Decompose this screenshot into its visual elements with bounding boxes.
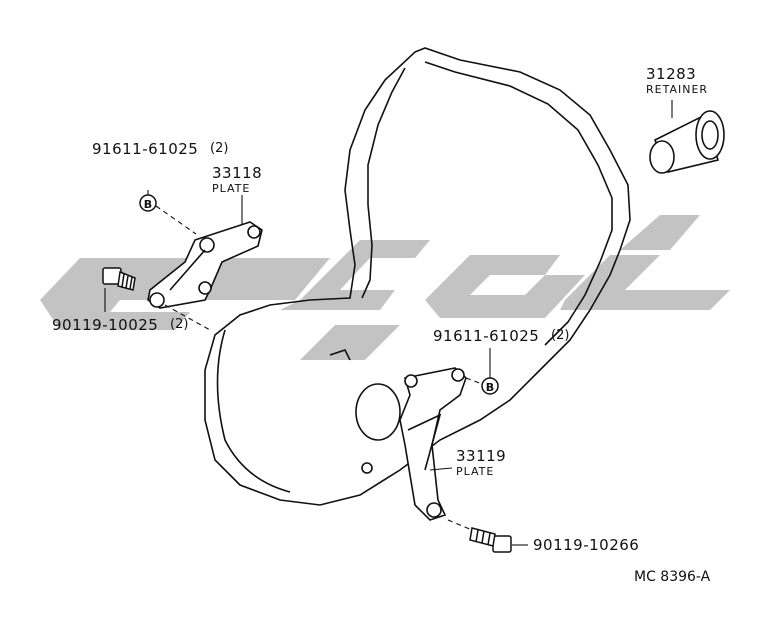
- lower-bolt-qty: (2): [551, 328, 570, 343]
- bolt-marker-lower-text: B: [486, 381, 494, 394]
- bolt-marker-upper-text: B: [144, 198, 152, 211]
- upper-bolt-qty: (2): [210, 141, 229, 156]
- retainer-part-name: RETAINER: [646, 83, 709, 96]
- lower-stud-part-number: 90119-10266: [533, 536, 640, 554]
- retainer-part: [649, 110, 725, 174]
- stud-bolt-upper: [102, 267, 136, 291]
- lower-plate-part-name: PLATE: [456, 465, 495, 478]
- watermark-logo: [40, 215, 730, 360]
- upper-stud-qty: (2): [170, 317, 189, 332]
- lower-plate-part: [399, 367, 467, 521]
- upper-plate-part-number: 33118: [212, 164, 263, 182]
- diagram-code: MC 8396-A: [634, 569, 711, 585]
- lower-plate-part-number: 33119: [456, 447, 507, 465]
- lower-bolt-part-number: 91611-61025: [433, 327, 540, 345]
- retainer-part-number: 31283: [646, 65, 697, 83]
- upper-plate-part: [147, 221, 263, 309]
- upper-stud-part-number: 90119-10025: [52, 316, 159, 334]
- transmission-housing: [204, 47, 631, 506]
- upper-plate-part-name: PLATE: [212, 182, 251, 195]
- upper-bolt-part-number: 91611-61025: [92, 140, 199, 158]
- leader-lines: [104, 100, 673, 546]
- stud-bolt-lower: [469, 527, 512, 553]
